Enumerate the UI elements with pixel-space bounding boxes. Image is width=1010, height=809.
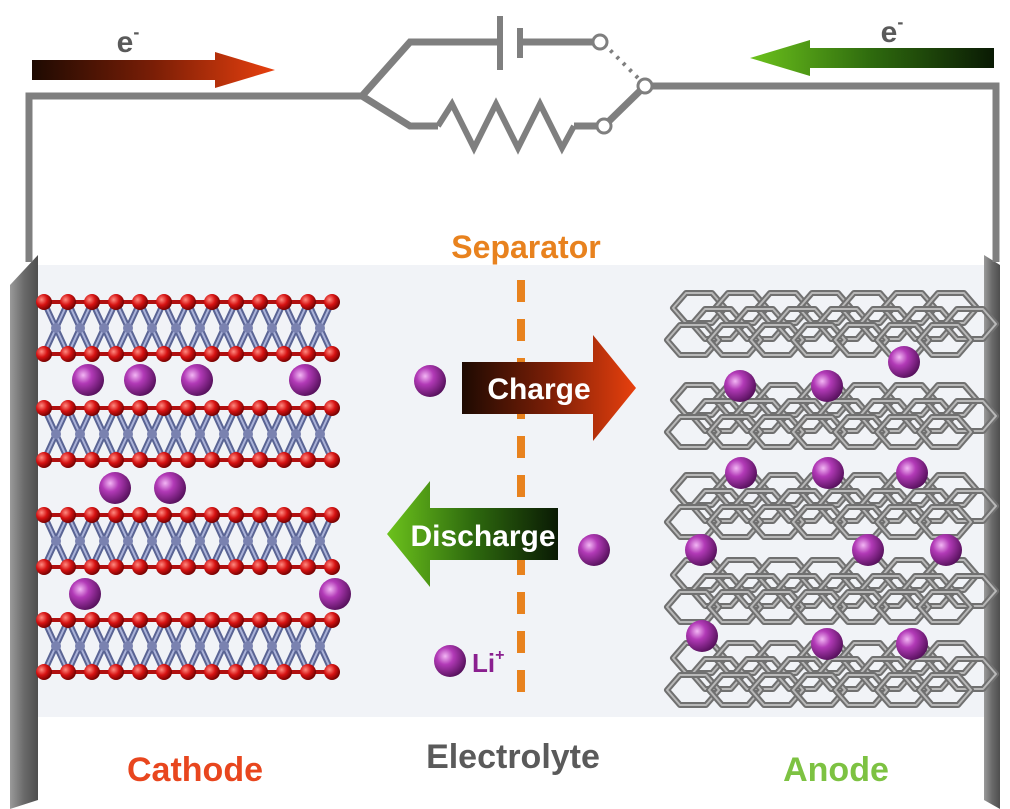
li-ion <box>181 364 213 396</box>
cathode-layer <box>36 400 340 468</box>
switch-icon <box>591 33 654 135</box>
li-ion <box>319 578 351 610</box>
li-ion <box>414 365 446 397</box>
li-ion <box>154 472 186 504</box>
li-ion <box>685 534 717 566</box>
anode-label: Anode <box>783 751 889 789</box>
discharge-label: Discharge <box>410 520 555 553</box>
cathode-label: Cathode <box>127 751 263 789</box>
li-ion <box>811 370 843 402</box>
li-ion <box>896 628 928 660</box>
charge-arrow <box>462 335 636 441</box>
li-ion <box>725 457 757 489</box>
discharge-arrow <box>387 481 558 587</box>
li-ion <box>69 578 101 610</box>
li-ion <box>896 457 928 489</box>
separator-label: Separator <box>451 229 600 265</box>
li-ion <box>72 364 104 396</box>
li-ion-legend <box>434 645 466 677</box>
cathode-layer <box>36 507 340 575</box>
cathode-layers <box>36 294 351 680</box>
cathode-layer <box>36 294 340 362</box>
li-ion <box>811 628 843 660</box>
li-ion <box>930 534 962 566</box>
cathode-layer <box>36 612 340 680</box>
li-ion <box>852 534 884 566</box>
li-ion <box>888 346 920 378</box>
electron-label-right: e- <box>881 12 904 49</box>
charge-label: Charge <box>487 373 590 406</box>
resistor-icon <box>435 97 577 155</box>
electron-label-left: e- <box>117 22 140 59</box>
li-ion <box>686 620 718 652</box>
electrolyte-label: Electrolyte <box>426 738 600 776</box>
li-ion-label: Li+ <box>472 647 504 678</box>
external-circuit <box>25 38 1000 262</box>
battery-icon <box>497 16 523 70</box>
li-ion <box>812 457 844 489</box>
li-ion <box>289 364 321 396</box>
li-ion <box>124 364 156 396</box>
anode-graphite-layers <box>667 293 996 705</box>
electron-flow-left-arrow <box>750 40 994 76</box>
cathode-current-collector <box>10 255 38 809</box>
li-ion <box>724 370 756 402</box>
li-ion <box>578 534 610 566</box>
li-ion <box>99 472 131 504</box>
electron-flow-right-arrow <box>32 52 275 88</box>
